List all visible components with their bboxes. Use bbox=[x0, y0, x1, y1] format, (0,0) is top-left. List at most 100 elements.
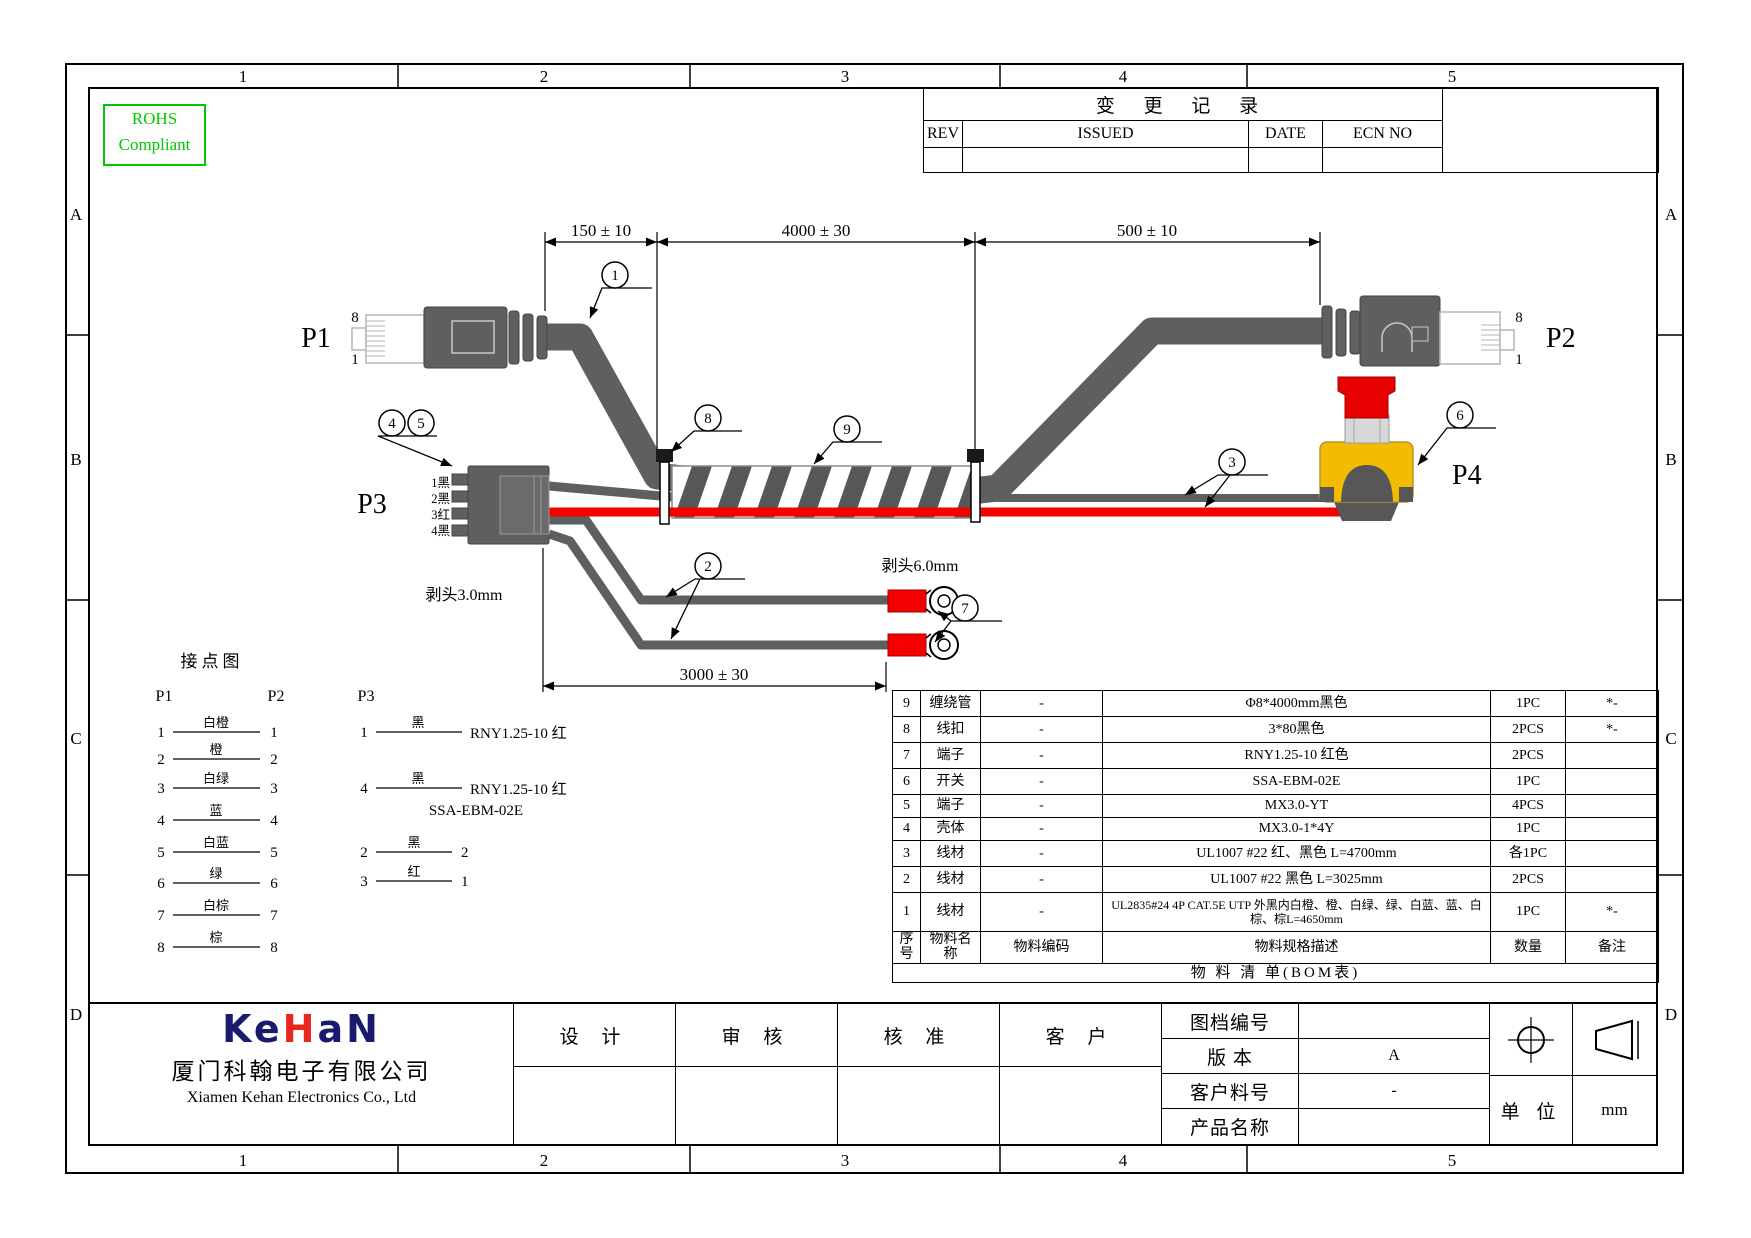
wiring-p1-header: P1 bbox=[156, 688, 173, 705]
svg-text:白绿: 白绿 bbox=[203, 771, 229, 786]
callout-6: 6 bbox=[1446, 401, 1474, 429]
cable-tie-1 bbox=[656, 449, 673, 525]
p1-pin1-label: 1 bbox=[351, 352, 359, 368]
cable-tie-2 bbox=[967, 449, 984, 523]
callout-5: 5 bbox=[407, 409, 435, 437]
col-rev: REV bbox=[923, 120, 963, 148]
grid-col-top: 5 bbox=[1448, 67, 1457, 86]
grid-row-right: D bbox=[1665, 1005, 1677, 1024]
grid-col-top: 3 bbox=[841, 67, 850, 86]
svg-text:2: 2 bbox=[157, 752, 165, 768]
svg-text:8: 8 bbox=[270, 940, 278, 956]
bom-header-row: 序号 物料名称 物料编码 物料规格描述 数量 备注 bbox=[892, 931, 1659, 964]
svg-text:黑: 黑 bbox=[411, 771, 424, 786]
grid-col-bottom: 1 bbox=[239, 1151, 248, 1170]
title-block: KeHaN 厦门科翰电子有限公司 Xiamen Kehan Electronic… bbox=[88, 1002, 1658, 1146]
svg-text:2: 2 bbox=[360, 845, 368, 861]
bom-header-spec: 物料规格描述 bbox=[1102, 931, 1491, 964]
callout-8: 8 bbox=[694, 404, 722, 432]
svg-text:9: 9 bbox=[843, 422, 851, 438]
sheet-outer-border bbox=[65, 63, 1684, 1174]
grid-col-top: 2 bbox=[540, 67, 549, 86]
svg-text:7: 7 bbox=[157, 908, 165, 924]
change-record-extra-col bbox=[1442, 87, 1660, 173]
callout-9: 9 bbox=[833, 415, 861, 443]
svg-text:3: 3 bbox=[270, 781, 278, 797]
dimensions bbox=[542, 232, 1321, 692]
svg-text:6: 6 bbox=[157, 876, 165, 892]
connector-p1: P1 8 1 bbox=[301, 306, 548, 369]
info-row-custno: 客户料号 - bbox=[1162, 1074, 1489, 1109]
change-record-title: 变 更 记 录 bbox=[922, 87, 1444, 121]
company-name-en: Xiamen Kehan Electronics Co., Ltd bbox=[186, 1088, 417, 1106]
svg-text:4: 4 bbox=[270, 813, 278, 829]
svg-text:6: 6 bbox=[1456, 408, 1464, 424]
grid-row-left: C bbox=[70, 729, 81, 748]
bom-header-remark: 备注 bbox=[1565, 931, 1659, 964]
sign-col-design: 设 计 bbox=[514, 1004, 676, 1144]
svg-text:2: 2 bbox=[461, 845, 469, 861]
callout-1: 1 bbox=[601, 261, 629, 289]
svg-text:8: 8 bbox=[157, 940, 165, 956]
dim-4000: 4000 ± 30 bbox=[782, 221, 851, 240]
svg-text:3: 3 bbox=[1228, 455, 1236, 471]
svg-text:1: 1 bbox=[270, 725, 278, 741]
p2-label: P2 bbox=[1546, 323, 1576, 354]
grid-col-bottom: 2 bbox=[540, 1151, 549, 1170]
svg-text:3: 3 bbox=[360, 874, 368, 890]
bom-header-name: 物料名称 bbox=[920, 931, 981, 964]
svg-text:棕: 棕 bbox=[209, 930, 222, 945]
wiring-p3-header: P3 bbox=[358, 688, 375, 705]
p3-label: P3 bbox=[357, 489, 387, 520]
p2-pin8-label: 8 bbox=[1515, 310, 1523, 326]
col-issued: ISSUED bbox=[962, 120, 1249, 148]
grid-col-bottom: 4 bbox=[1119, 1151, 1128, 1170]
dim-3000: 3000 ± 30 bbox=[680, 665, 749, 684]
svg-text:6: 6 bbox=[270, 876, 278, 892]
bom-footer: 物 料 清 单(BOM表) bbox=[892, 962, 1659, 983]
dimension-labels: 150 ± 10 4000 ± 30 500 ± 10 3000 ± 30 剥头… bbox=[426, 221, 1178, 684]
col-ecn: ECN NO bbox=[1321, 120, 1444, 148]
ring-wire-2 bbox=[547, 529, 890, 650]
grid-row-right: A bbox=[1665, 205, 1678, 224]
strip-note-6mm: 剥头6.0mm bbox=[882, 557, 959, 575]
estop-switch-p4: P4 bbox=[1319, 376, 1482, 521]
svg-text:白蓝: 白蓝 bbox=[203, 835, 229, 850]
svg-text:5: 5 bbox=[417, 416, 425, 432]
grid-row-left: A bbox=[70, 205, 83, 224]
info-row-version: 版 本 A bbox=[1162, 1039, 1489, 1074]
company-cell: KeHaN 厦门科翰电子有限公司 Xiamen Kehan Electronic… bbox=[90, 1004, 514, 1144]
svg-text:4: 4 bbox=[157, 813, 165, 829]
svg-text:RNY1.25-10 红: RNY1.25-10 红 bbox=[470, 725, 567, 742]
p4-label: P4 bbox=[1452, 460, 1482, 491]
drawing-info-table: 图档编号 版 本 A 客户料号 - 产品名称 bbox=[1162, 1004, 1490, 1144]
p1-label: P1 bbox=[301, 323, 331, 354]
svg-text:2: 2 bbox=[270, 752, 278, 768]
projection-symbol-icon bbox=[1490, 1004, 1573, 1075]
svg-text:白橙: 白橙 bbox=[203, 715, 229, 730]
svg-text:4: 4 bbox=[360, 781, 368, 797]
wiring-p2-header: P2 bbox=[268, 688, 285, 705]
change-record-empty-row bbox=[923, 147, 1659, 173]
unit-value: mm bbox=[1601, 1100, 1628, 1119]
rohs-badge: ROHS Compliant bbox=[103, 104, 206, 166]
connector-p3: P3 1黑 2黑 3红 4黑 bbox=[357, 465, 550, 545]
svg-text:7: 7 bbox=[961, 601, 969, 617]
frame-ticks bbox=[65, 63, 1684, 1174]
wiring-title: 接点图 bbox=[181, 652, 244, 671]
svg-text:1: 1 bbox=[611, 268, 619, 284]
unit-label: 单 位 bbox=[1490, 1076, 1573, 1144]
callout-7: 7 bbox=[951, 594, 979, 622]
callout-2: 2 bbox=[694, 552, 722, 580]
svg-text:1: 1 bbox=[360, 725, 368, 741]
grid-col-top: 4 bbox=[1119, 67, 1128, 86]
svg-text:黑: 黑 bbox=[411, 715, 424, 730]
